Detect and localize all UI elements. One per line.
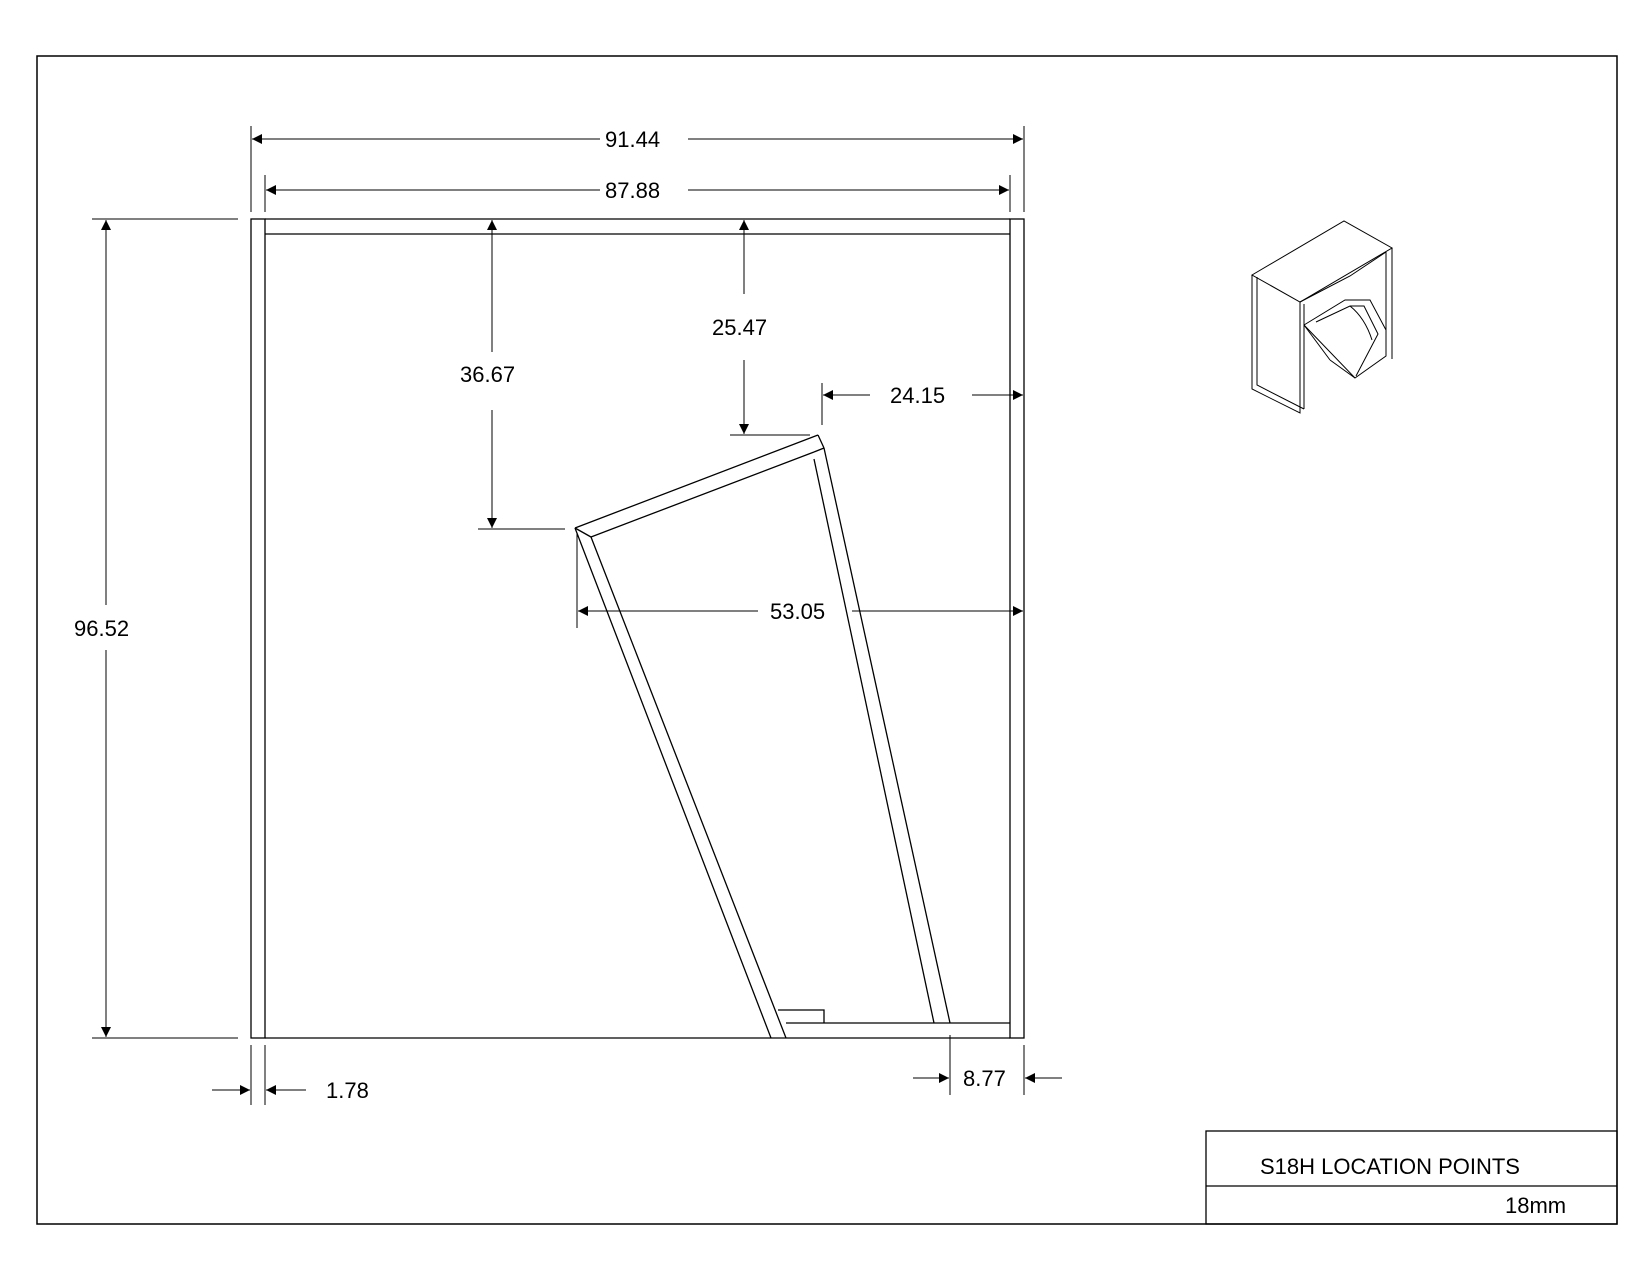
dimension-inner-width: 87.88 [266,178,1009,203]
title-block-title: S18H LOCATION POINTS [1260,1154,1520,1179]
dimension-label-bottom-right-offset: 8.77 [963,1066,1006,1091]
dimension-label-panel-thickness: 1.78 [326,1078,369,1103]
dimension-offset-top-left: 36.67 [460,220,515,528]
dimension-label-overall-height: 96.52 [74,616,129,641]
dimension-span-horizontal: 53.05 [578,599,1023,624]
inner-slanted-box [574,434,951,1039]
extension-lines [92,126,1025,1105]
dimension-overall-height: 96.52 [74,220,129,1037]
dimension-offset-top-right: 25.47 [712,220,767,434]
dimension-label-span-horizontal: 53.05 [770,599,825,624]
dimension-panel-thickness: 1.78 [212,1078,369,1103]
title-block-material: 18mm [1505,1193,1566,1218]
title-block: S18H LOCATION POINTS 18mm [1205,1130,1618,1225]
dimension-overall-width: 91.44 [252,127,1023,152]
dimension-bottom-right-offset: 8.77 [913,1066,1062,1091]
dimension-label-offset-top-right: 25.47 [712,315,767,340]
dimension-label-offset-top-left: 36.67 [460,362,515,387]
dimension-label-inner-width: 87.88 [605,178,660,203]
dimension-offset-right: 24.15 [823,383,1023,408]
sheet-border [36,55,1618,1225]
cabinet-elevation [250,218,1025,1039]
cabinet-isometric-icon [1250,220,1394,414]
dimension-label-offset-right: 24.15 [890,383,945,408]
dimension-label-overall-width: 91.44 [605,127,660,152]
